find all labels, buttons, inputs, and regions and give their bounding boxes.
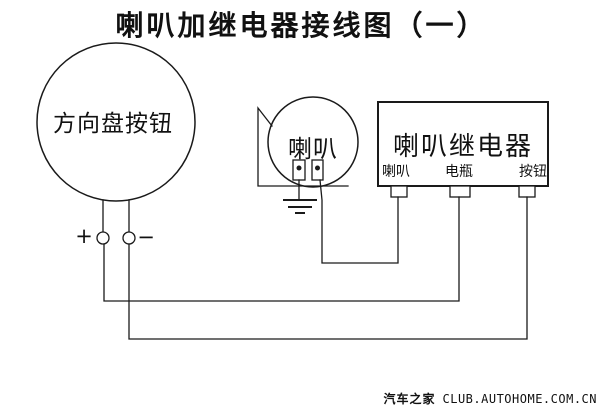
relay-terminal-horn xyxy=(390,185,408,198)
horn-bracket-outline xyxy=(257,106,349,187)
plus-symbol: + xyxy=(75,224,93,248)
watermark-site-name: 汽车之家 xyxy=(383,392,436,406)
ground-icon xyxy=(283,199,317,214)
minus-symbol: − xyxy=(137,225,155,249)
horn-terminal-left-dot xyxy=(296,165,302,171)
wire-plus-to-battery-terminal xyxy=(103,196,460,302)
watermark: 汽车之家 CLUB.AUTOHOME.COM.CN xyxy=(383,390,597,407)
wire-minus-to-button-terminal xyxy=(128,196,528,340)
horn-terminal-right-dot xyxy=(315,165,320,171)
horn-circle xyxy=(267,96,359,188)
horn-label: 喇叭 xyxy=(288,137,338,163)
steering-wheel-button-label: 方向盘按钮 xyxy=(53,111,173,136)
wire-horn-to-relay xyxy=(319,179,399,264)
relay-terminal-label-horn: 喇叭 xyxy=(382,165,410,180)
steering-wheel-button-circle xyxy=(36,42,196,202)
relay-terminal-label-button: 按钮 xyxy=(519,165,547,180)
relay-terminal-battery xyxy=(449,185,471,198)
relay-terminal-label-battery: 电瓶 xyxy=(445,165,473,180)
plus-terminal-circle xyxy=(96,231,110,245)
minus-terminal-circle xyxy=(122,231,136,245)
relay-terminal-button xyxy=(518,185,536,198)
relay-title: 喇叭继电器 xyxy=(392,132,533,161)
watermark-url: CLUB.AUTOHOME.COM.CN xyxy=(442,392,597,406)
diagram-title: 喇叭加继电器接线图（一） xyxy=(115,11,488,42)
